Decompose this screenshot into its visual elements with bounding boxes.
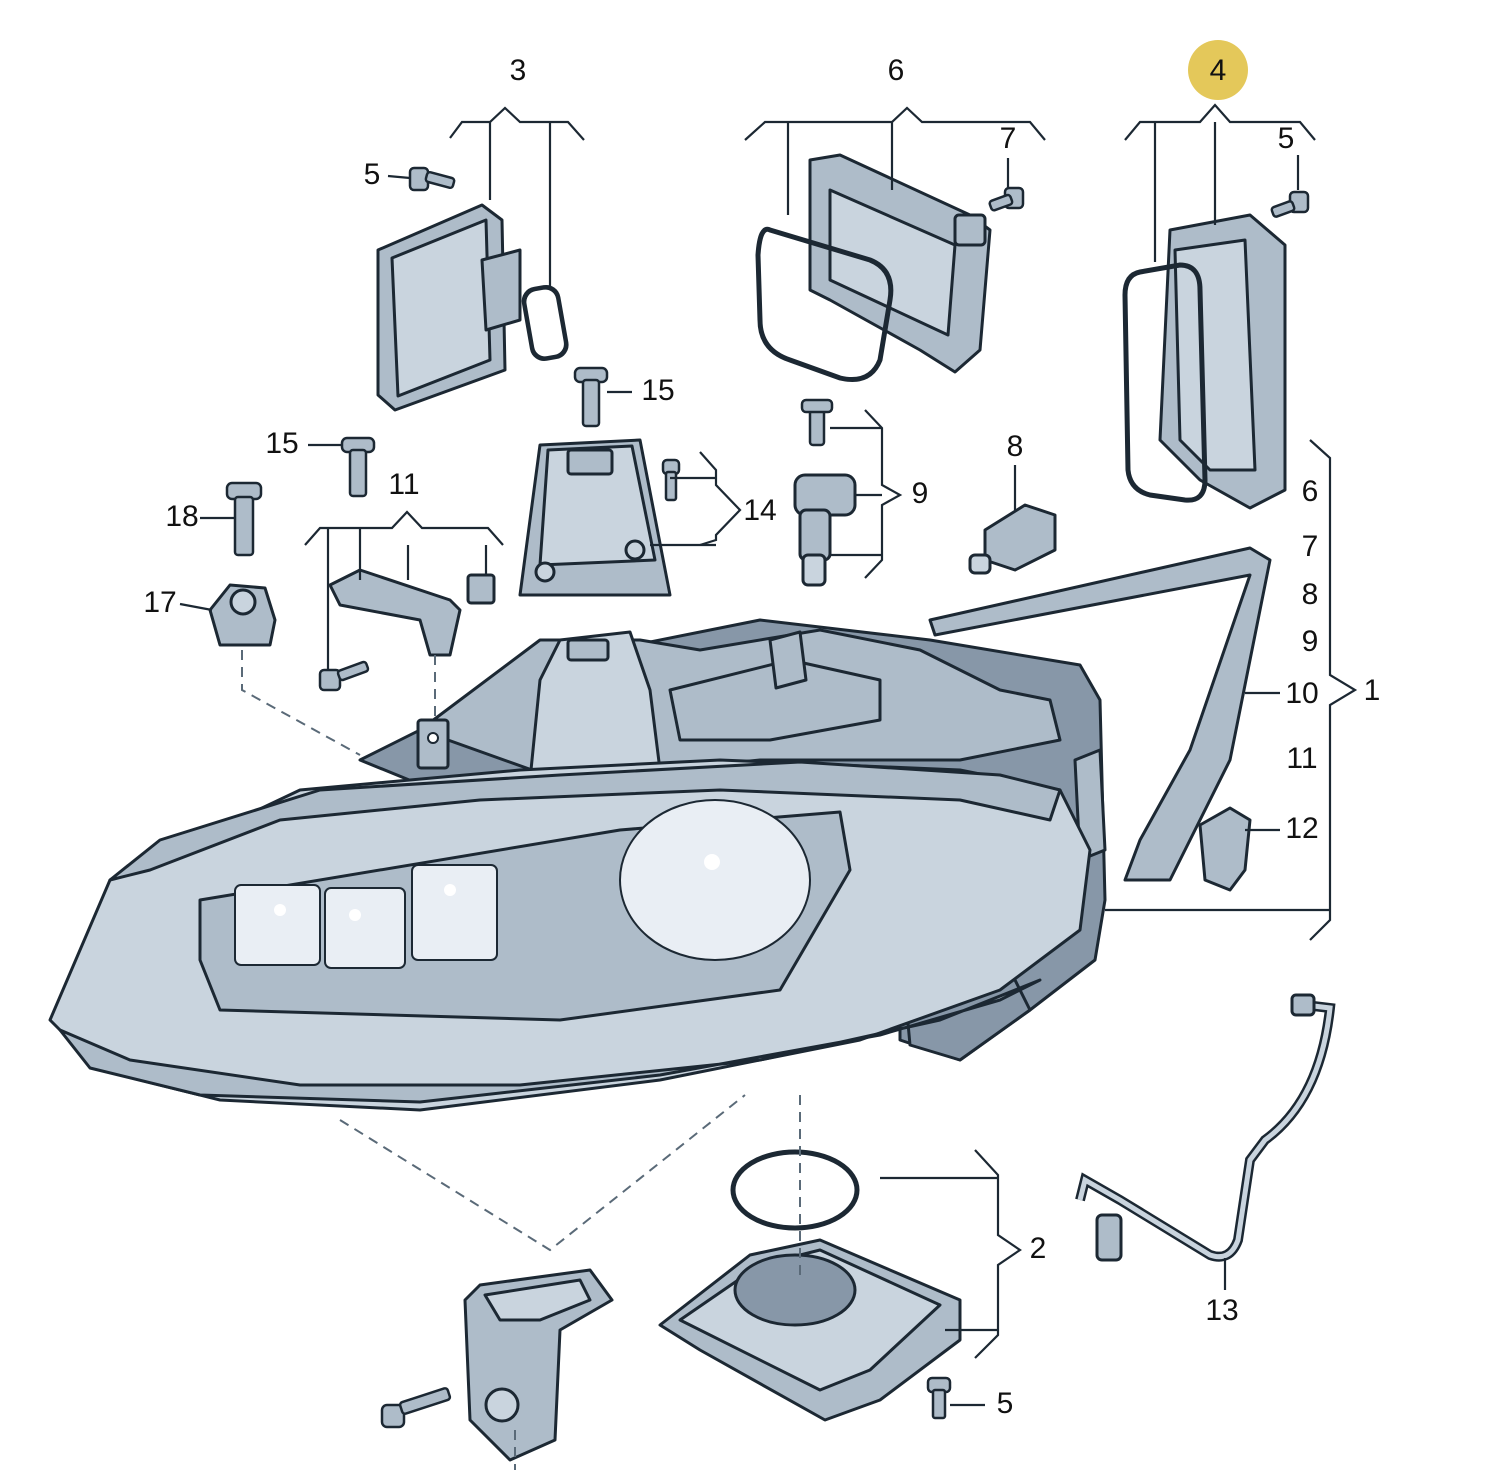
callout-1: 1 — [1364, 674, 1381, 707]
callout-8: 8 — [1007, 430, 1024, 463]
callout-3: 3 — [510, 54, 527, 87]
lamp-module-3 — [411, 864, 498, 961]
callout-9: 9 — [912, 477, 929, 510]
bottom-bracket — [463, 1268, 614, 1462]
callout-17: 17 — [143, 586, 176, 619]
callout-5-top-left: 5 — [364, 158, 381, 191]
callout-list-12: 12 — [1285, 812, 1318, 845]
leader-lines — [179, 103, 1358, 1407]
callout-6: 6 — [888, 54, 905, 87]
screws — [225, 166, 1310, 1429]
callout-15-left: 15 — [265, 427, 298, 460]
part-12-clip — [1198, 806, 1252, 892]
callout-labels: 3 6 4 7 5 5 15 15 8 9 11 14 18 17 1 2 5 … — [143, 54, 1380, 1420]
part-13-cable — [1075, 993, 1336, 1262]
callout-18: 18 — [165, 500, 198, 533]
lamp-module-1 — [234, 884, 321, 966]
headlight-housing — [48, 618, 1107, 1112]
lamp-module-2 — [324, 887, 406, 969]
callout-list-9: 9 — [1302, 625, 1319, 658]
callout-list-6: 6 — [1302, 475, 1319, 508]
callout-list-11: 11 — [1286, 742, 1317, 775]
part-8-motor — [968, 503, 1057, 575]
callout-5-bottom: 5 — [997, 1387, 1014, 1420]
part-17-nut-clip — [208, 583, 277, 647]
part-2-ballast — [658, 1149, 962, 1422]
callout-7: 7 — [1000, 122, 1017, 155]
highlight-circle — [1188, 40, 1248, 100]
callout-list-8: 8 — [1302, 578, 1319, 611]
callout-4: 4 — [1210, 54, 1227, 87]
projector-lens — [619, 799, 811, 961]
callout-14: 14 — [743, 494, 776, 527]
part-6-lamp-module — [755, 153, 992, 382]
callout-11: 11 — [388, 468, 419, 501]
callout-13: 13 — [1205, 1294, 1238, 1327]
callout-list-10: 10 — [1285, 677, 1318, 710]
callout-5-top-right: 5 — [1278, 122, 1295, 155]
callout-list-7: 7 — [1302, 530, 1319, 563]
part-10-seal-strip — [928, 546, 1272, 882]
callout-2: 2 — [1030, 1232, 1047, 1265]
callout-15-top: 15 — [641, 374, 674, 407]
part-3-control-unit — [376, 203, 569, 412]
part-9-adjuster — [793, 398, 857, 587]
dashed-guides — [241, 650, 801, 1470]
part-14-mount-bracket — [518, 438, 672, 597]
part-4-daytime-module — [1122, 213, 1287, 510]
part-11-bracket — [318, 568, 496, 692]
